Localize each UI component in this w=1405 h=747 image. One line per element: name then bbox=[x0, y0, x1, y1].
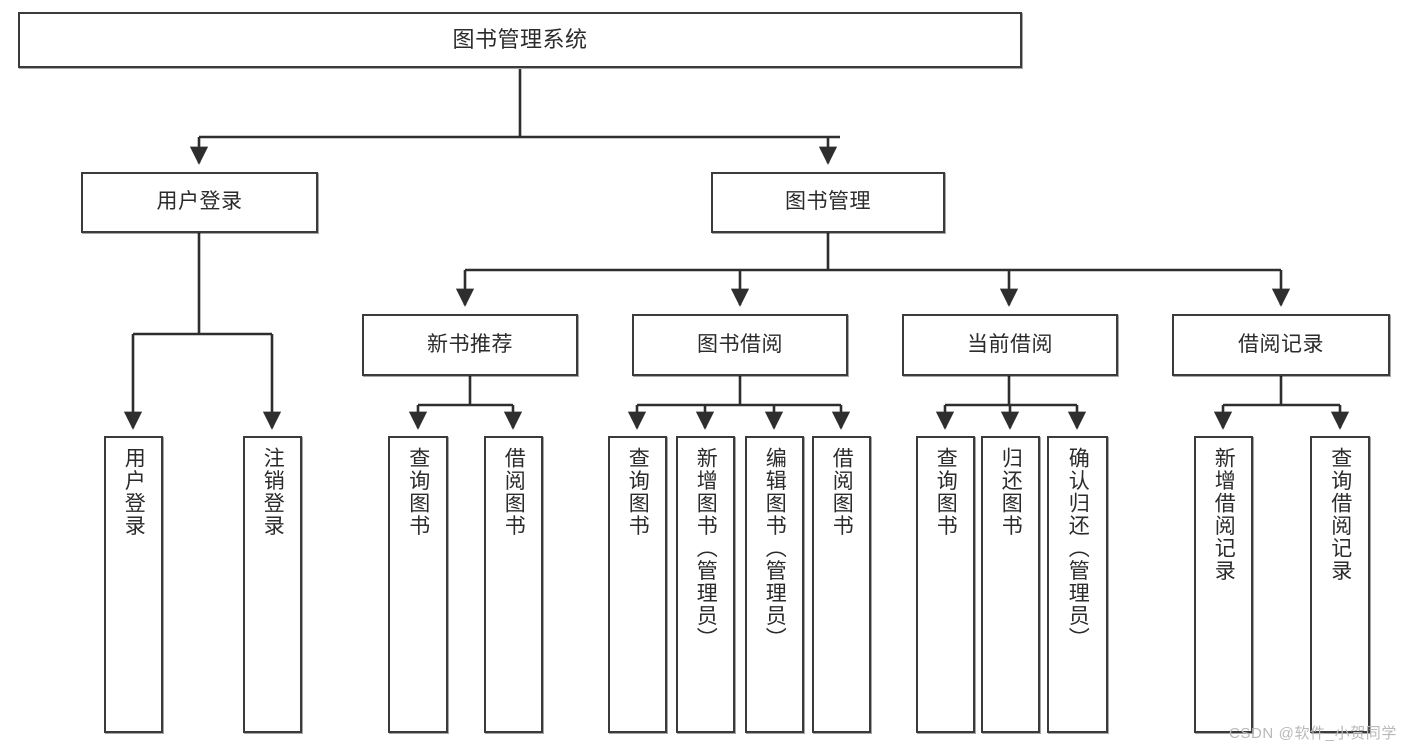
node-label: 图书管理系统 bbox=[452, 27, 588, 53]
node-label: 用户登录 bbox=[156, 190, 243, 214]
node-label: 查询图书 bbox=[934, 447, 958, 537]
node-label: 查询图书 bbox=[626, 447, 650, 537]
node-borrow-records[interactable]: 借阅记录 bbox=[1172, 314, 1390, 376]
leaf-borrow-book-recommend[interactable]: 借阅图书 bbox=[484, 436, 543, 733]
node-label: 新增图书（管理员） bbox=[694, 447, 718, 650]
node-label: 查询借阅记录 bbox=[1328, 447, 1352, 582]
leaf-query-book-borrow[interactable]: 查询图书 bbox=[608, 436, 667, 733]
node-book-management[interactable]: 图书管理 bbox=[711, 172, 945, 233]
node-label: 新增借阅记录 bbox=[1212, 447, 1236, 582]
node-label: 编辑图书（管理员） bbox=[763, 447, 787, 650]
leaf-logout[interactable]: 注销登录 bbox=[243, 436, 302, 733]
csdn-watermark: CSDN @软件_小贺同学 bbox=[1228, 725, 1397, 742]
leaf-return-book[interactable]: 归还图书 bbox=[981, 436, 1040, 733]
leaf-edit-book-admin[interactable]: 编辑图书（管理员） bbox=[745, 436, 804, 733]
node-user-login[interactable]: 用户登录 bbox=[81, 172, 318, 233]
node-current-borrow[interactable]: 当前借阅 bbox=[902, 314, 1118, 376]
node-label: 用户登录 bbox=[122, 447, 146, 537]
node-label: 借阅记录 bbox=[1238, 332, 1324, 356]
node-label: 注销登录 bbox=[261, 447, 285, 537]
node-label: 借阅图书 bbox=[830, 447, 854, 537]
node-book-borrow[interactable]: 图书借阅 bbox=[632, 314, 848, 376]
node-new-book-recommend[interactable]: 新书推荐 bbox=[362, 314, 578, 376]
leaf-add-borrow-record[interactable]: 新增借阅记录 bbox=[1194, 436, 1253, 733]
node-label: 确认归还（管理员） bbox=[1066, 447, 1090, 650]
node-label: 归还图书 bbox=[999, 447, 1023, 537]
leaf-add-book-admin[interactable]: 新增图书（管理员） bbox=[676, 436, 735, 733]
leaf-confirm-return-admin[interactable]: 确认归还（管理员） bbox=[1047, 436, 1108, 733]
node-label: 新书推荐 bbox=[427, 332, 513, 356]
node-label: 当前借阅 bbox=[967, 332, 1053, 356]
leaf-query-book-current[interactable]: 查询图书 bbox=[916, 436, 975, 733]
leaf-user-login[interactable]: 用户登录 bbox=[104, 436, 163, 733]
node-root-system[interactable]: 图书管理系统 bbox=[18, 12, 1022, 68]
node-label: 借阅图书 bbox=[502, 447, 526, 537]
node-label: 图书管理 bbox=[785, 190, 871, 214]
leaf-query-borrow-record[interactable]: 查询借阅记录 bbox=[1310, 436, 1370, 733]
node-label: 图书借阅 bbox=[697, 332, 783, 356]
node-label: 查询图书 bbox=[406, 447, 430, 537]
leaf-query-book-recommend[interactable]: 查询图书 bbox=[388, 436, 448, 733]
leaf-borrow-book[interactable]: 借阅图书 bbox=[812, 436, 871, 733]
